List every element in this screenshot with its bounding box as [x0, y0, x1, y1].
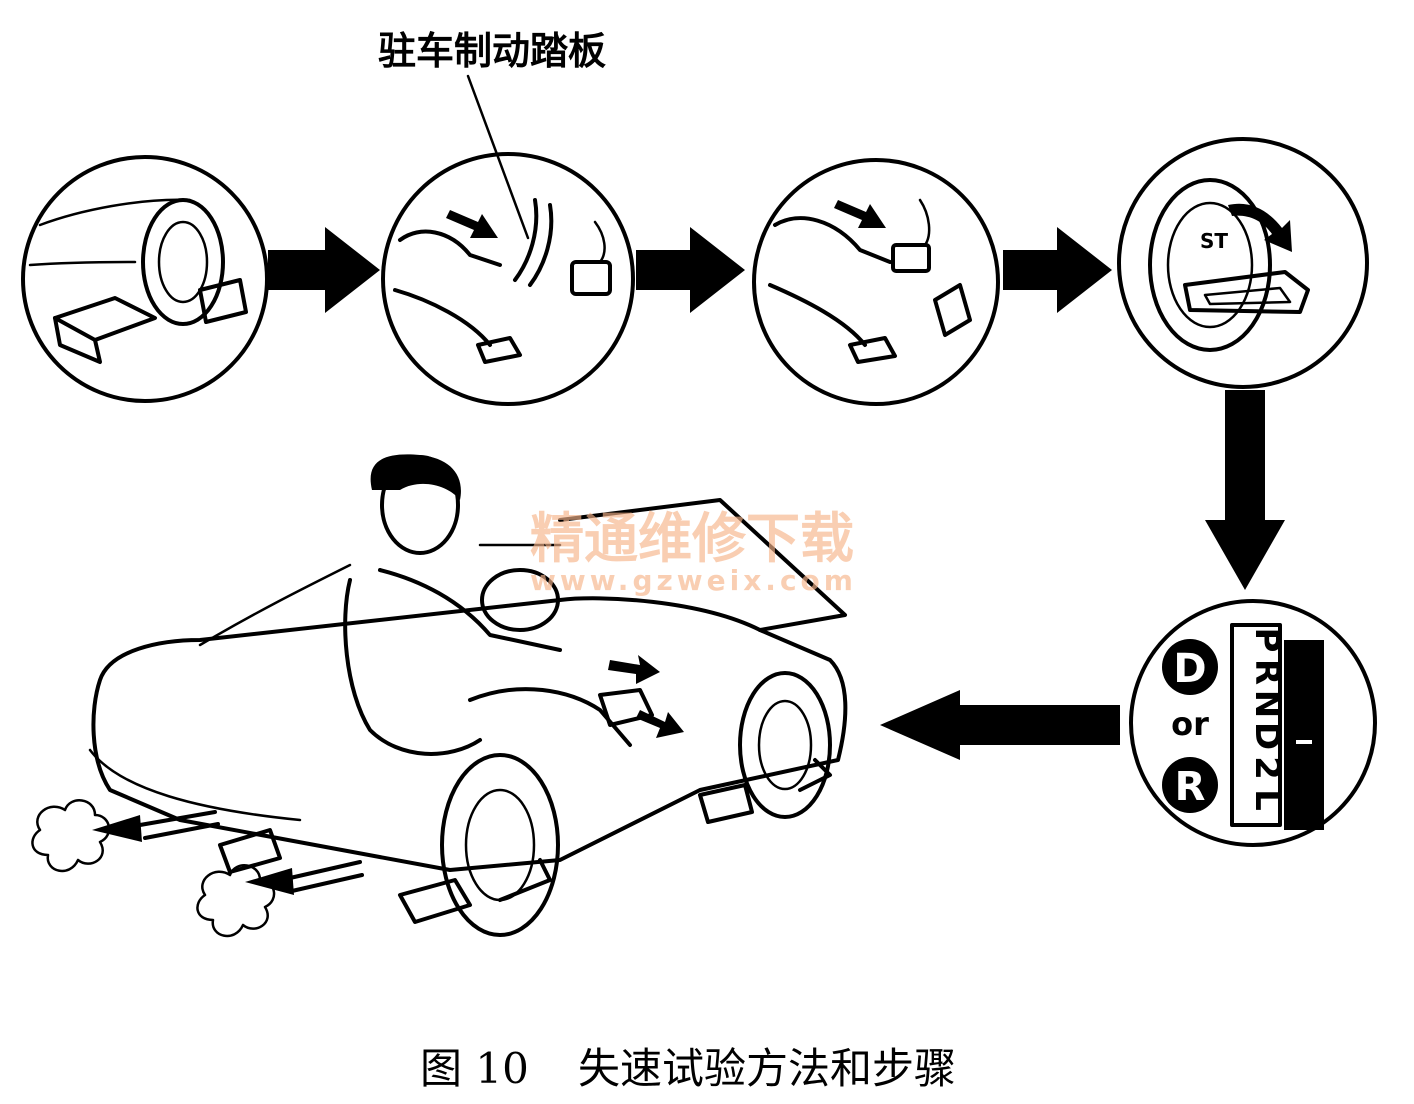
key-position-label: ST [1200, 229, 1228, 253]
right-arrow-icon [268, 227, 380, 313]
shift-position-l: L [1247, 789, 1287, 811]
exhaust-arrow-icon [245, 868, 294, 895]
shift-position-n: N [1247, 690, 1287, 718]
down-arrow-icon [1205, 390, 1285, 590]
right-arrow-icon [636, 227, 745, 313]
label-leader-line [466, 74, 530, 240]
step-wheel-chocks [21, 155, 269, 403]
press-arrow-icon [446, 210, 498, 238]
shift-position-p: P [1247, 628, 1287, 653]
figure-number: 图 10 [420, 1044, 529, 1093]
step-parking-brake [381, 152, 635, 406]
shift-position-2: 2 [1247, 756, 1287, 780]
gear-option-d: D [1173, 646, 1206, 692]
shift-position-d: D [1247, 722, 1287, 750]
step-press-brake [752, 158, 1000, 406]
gear-option-r: R [1175, 764, 1206, 810]
shift-position-r: R [1247, 659, 1287, 685]
right-arrow-icon [1003, 227, 1112, 313]
left-arrow-icon [880, 690, 1120, 760]
parking-brake-pedal-label: 驻车制动踏板 [378, 29, 606, 73]
step-stall-test [31, 454, 848, 938]
exhaust-arrow-icon [92, 815, 142, 842]
watermark-url: www.gzweix.com [530, 564, 857, 597]
press-arrow-icon [834, 200, 886, 228]
step-ignition-start: ST [1117, 137, 1369, 389]
figure-caption: 失速试验方法和步骤 [578, 1044, 956, 1093]
turn-arrow-icon [1228, 203, 1292, 252]
watermark-text: 精通维修下载 [530, 507, 854, 570]
gear-conjunction: or [1171, 705, 1209, 743]
